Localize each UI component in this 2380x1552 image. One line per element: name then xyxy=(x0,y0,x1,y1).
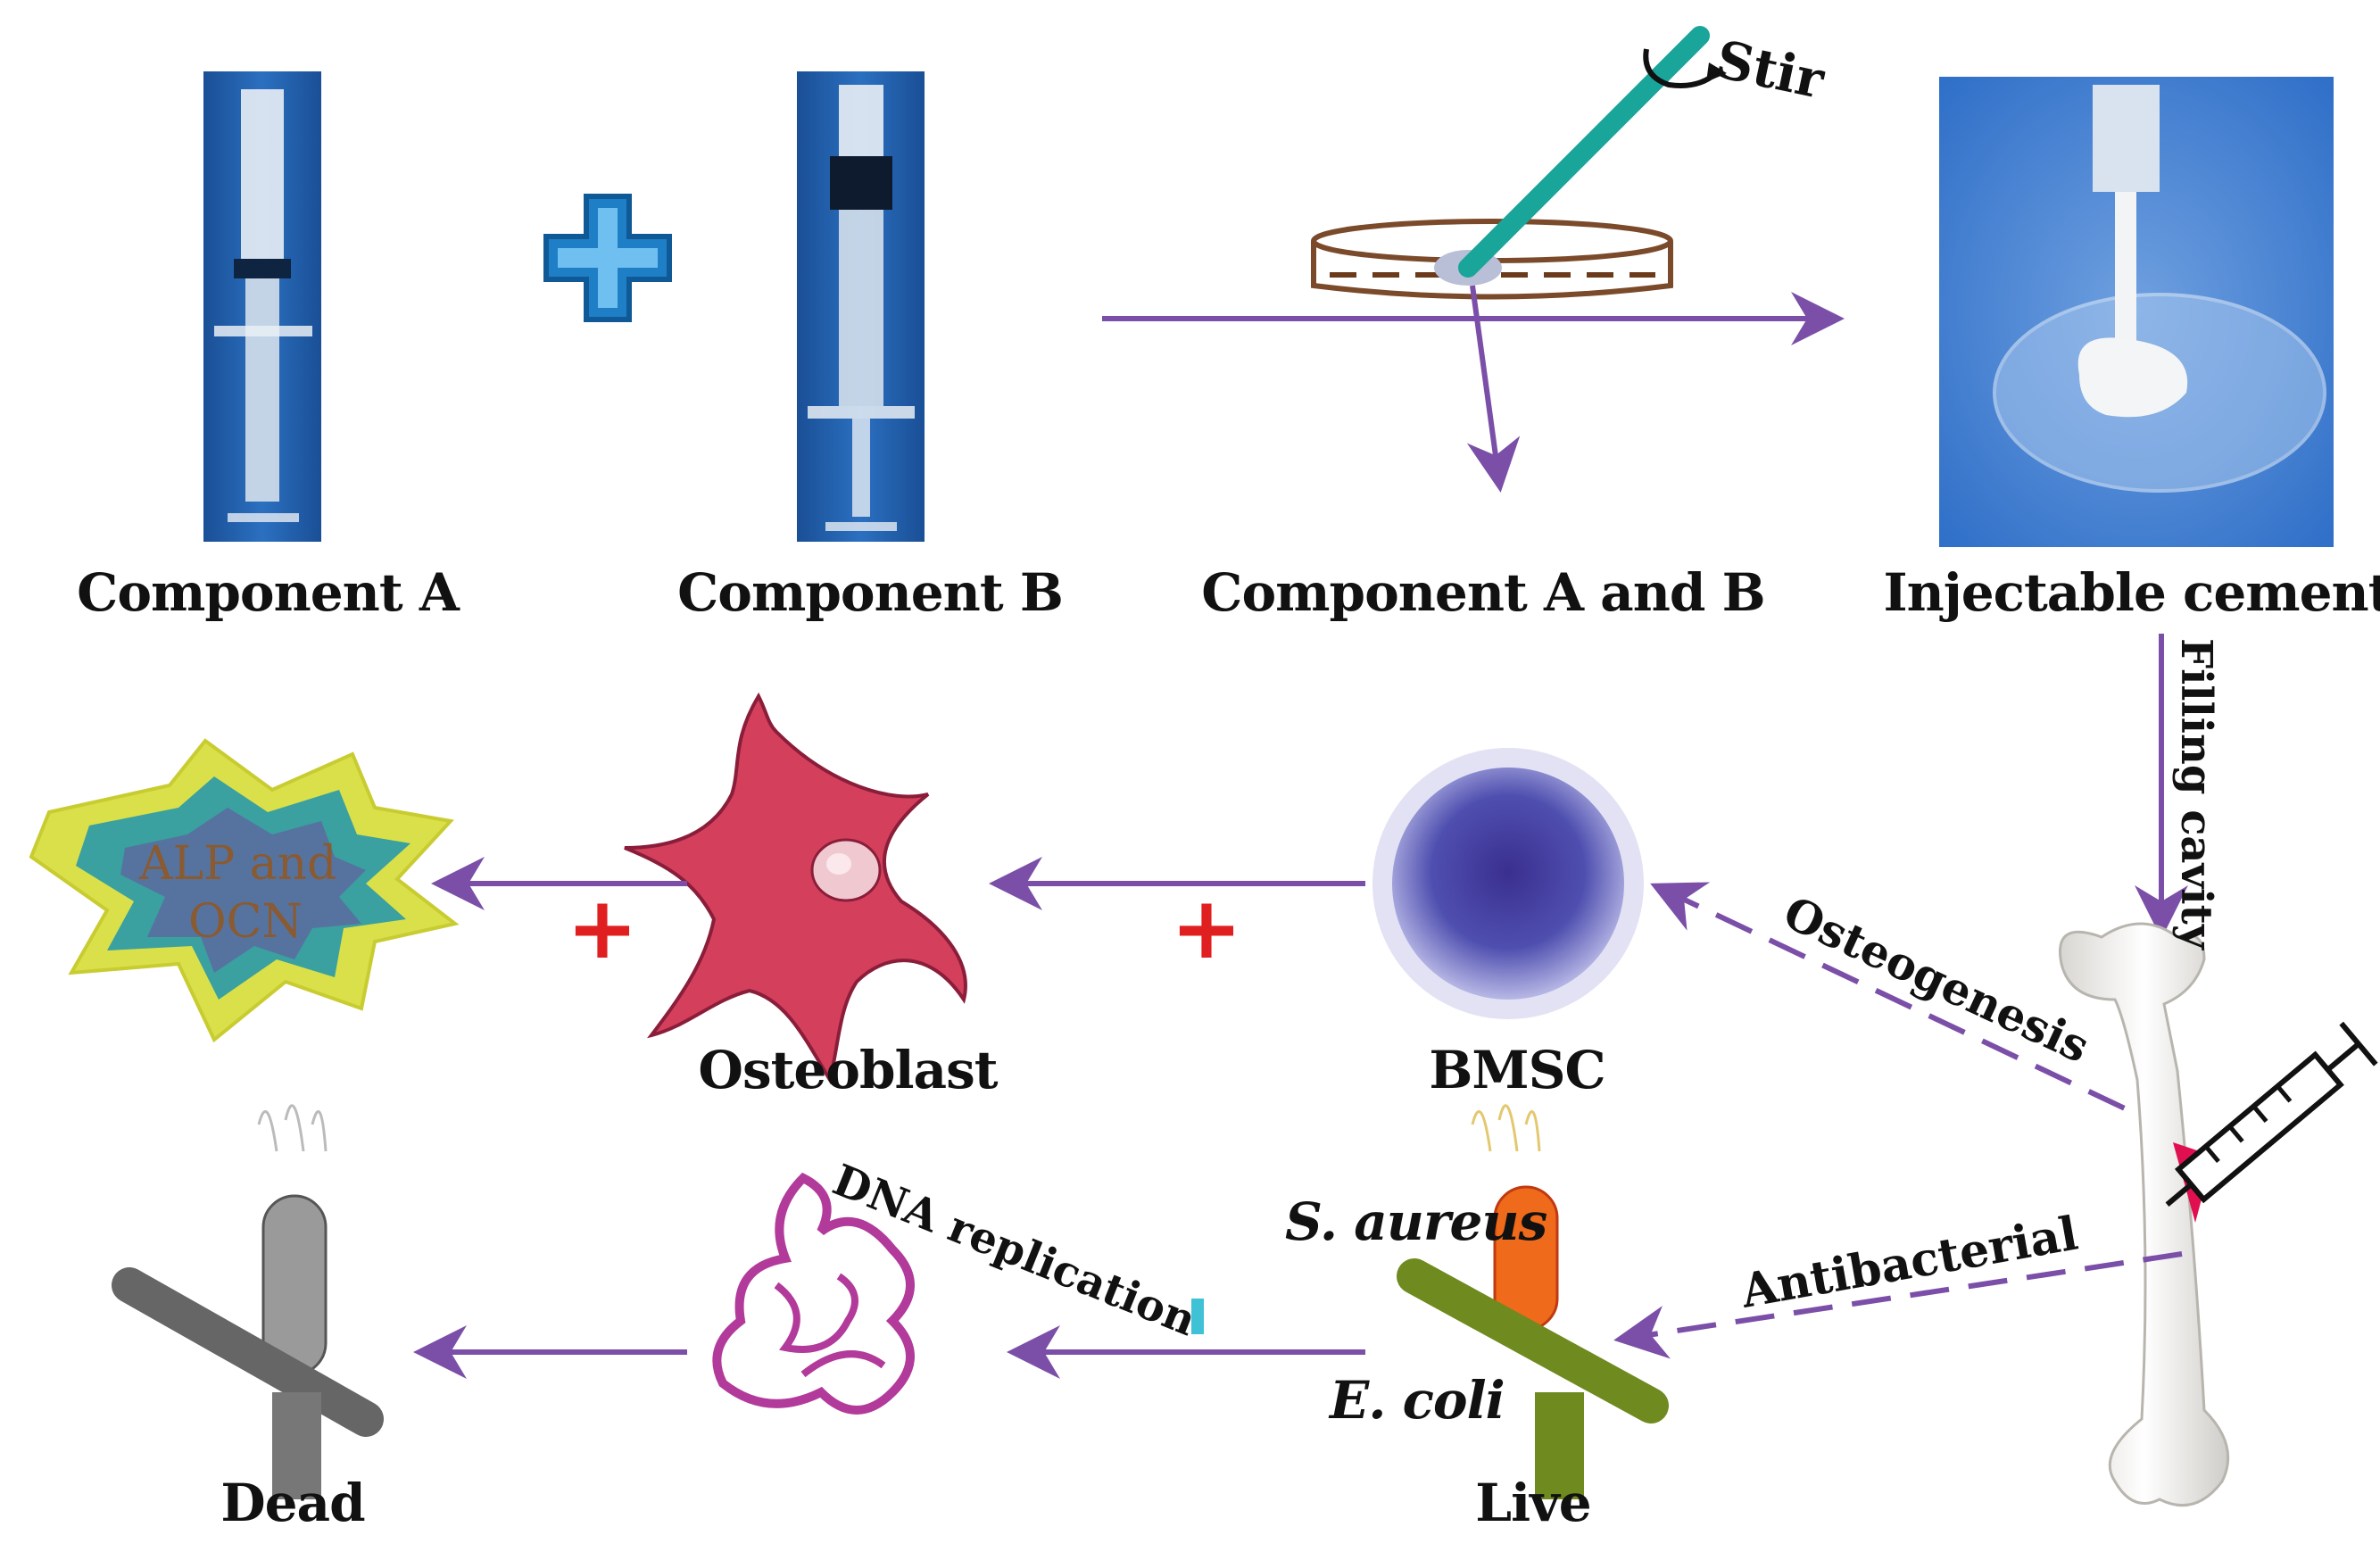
live-bacteria-image xyxy=(1397,1104,1669,1499)
bmsc-cell-icon xyxy=(1372,748,1644,1019)
component-b-label: Component B xyxy=(677,562,1064,623)
injectable-cement-label: Injectable cement xyxy=(1883,562,2380,623)
alp-ocn-text: ALP and OCN xyxy=(138,837,352,949)
dead-label: Dead xyxy=(220,1473,365,1533)
mix-down-arrow xyxy=(1466,285,1521,493)
antibacterial-arrow xyxy=(1613,1251,2183,1359)
injectable-cement-image xyxy=(1939,77,2334,547)
component-ab-label: Component A and B xyxy=(1201,562,1765,623)
syringe-b-image xyxy=(797,71,925,542)
syringe-icon xyxy=(2165,1021,2378,1207)
antibacterial-label: Antibacterial xyxy=(1737,1207,2082,1319)
plus-icon xyxy=(543,194,672,322)
osteoblast-cell-icon xyxy=(624,692,967,1085)
dna-replication-icon xyxy=(712,1172,915,1415)
osteogenesis-label: Osteogenesis xyxy=(1776,885,2097,1073)
promote-sign-1: + xyxy=(566,878,639,978)
dead-bacteria-image xyxy=(112,1104,384,1499)
stir-rod-icon xyxy=(1458,26,1727,278)
osteogenesis-arrow xyxy=(1650,882,2179,1136)
dna-replication-label: DNA replication xyxy=(826,1155,1203,1346)
filling-cavity-label: Filling cavity xyxy=(2171,638,2221,951)
e-coli-label: E. coli xyxy=(1330,1370,1505,1431)
inhibit-sign xyxy=(1191,1299,1204,1334)
syringe-a-image xyxy=(203,71,321,542)
bmsc-label: BMSC xyxy=(1429,1040,1605,1100)
osteoblast-label: Osteoblast xyxy=(698,1040,998,1100)
live-label: Live xyxy=(1475,1473,1591,1533)
femur-bone-image xyxy=(2059,922,2230,1507)
s-aureus-label: S. aureus xyxy=(1285,1191,1547,1252)
alp-ocn-burst xyxy=(29,738,460,1043)
component-a-label: Component A xyxy=(77,562,460,623)
promote-sign-2: + xyxy=(1170,878,1243,978)
stir-label: Stir xyxy=(1711,29,1830,111)
